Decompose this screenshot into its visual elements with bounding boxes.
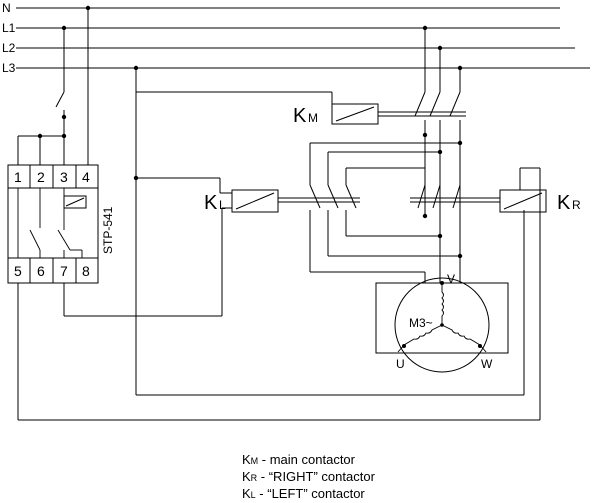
- relay-model-label: STP-541: [101, 206, 115, 254]
- legend-left-letter: K: [242, 486, 251, 501]
- terminal-u: U: [396, 357, 405, 371]
- control-wiring: [17, 8, 541, 421]
- legend-right-letter: K: [242, 469, 251, 484]
- legend-right-text: - “RIGHT” contactor: [257, 469, 375, 484]
- terminal-2: 2: [37, 169, 45, 185]
- legend-main-sub: M: [250, 456, 259, 466]
- km-coil: [331, 103, 379, 125]
- kl-label-letter: K: [204, 192, 218, 214]
- legend-row-main: KM - main contactor: [242, 452, 375, 469]
- terminal-1: 1: [14, 169, 22, 185]
- contactor-kl: K L: [204, 189, 279, 214]
- terminal-6: 6: [37, 263, 45, 279]
- km-label-sub: M: [308, 111, 318, 125]
- kr-coil: [499, 189, 547, 213]
- contactor-kr: K R: [499, 189, 581, 214]
- kl-label-sub: L: [219, 198, 226, 212]
- terminal-w: W: [481, 357, 493, 371]
- legend-right-sub: R: [250, 473, 258, 483]
- terminal-8: 8: [82, 263, 90, 279]
- contactor-km: K M: [293, 28, 466, 256]
- motor: M3~ V U W: [375, 272, 509, 373]
- kr-label-letter: K: [557, 192, 571, 214]
- kl-coil: [231, 189, 279, 213]
- motor-circle: [394, 277, 490, 373]
- supply-lines: N L1 L2 L3: [2, 1, 590, 75]
- terminal-4: 4: [82, 169, 90, 185]
- legend: KM - main contactor KR - “RIGHT” contact…: [242, 452, 375, 503]
- terminal-7: 7: [60, 263, 68, 279]
- power-wiring: [278, 142, 500, 283]
- switch-contact: [55, 91, 65, 108]
- terminal-3: 3: [60, 169, 68, 185]
- legend-row-right: KR - “RIGHT” contactor: [242, 469, 375, 486]
- legend-left-sub: L: [250, 490, 256, 500]
- line-n-label: N: [2, 1, 11, 15]
- relay-stp541: 1 2 3 4 5 6 7 8 STP-541: [7, 164, 115, 284]
- terminal-5: 5: [14, 263, 22, 279]
- legend-row-left: KL - “LEFT” contactor: [242, 486, 375, 503]
- km-label-letter: K: [293, 105, 307, 127]
- kr-label-sub: R: [572, 198, 581, 212]
- legend-left-text: - “LEFT” contactor: [255, 486, 365, 501]
- line-l3-label: L3: [2, 61, 16, 75]
- legend-main-letter: K: [242, 452, 251, 467]
- legend-main-text: - main contactor: [258, 452, 355, 467]
- line-l1-label: L1: [2, 21, 16, 35]
- line-l2-label: L2: [2, 41, 16, 55]
- motor-label: M3~: [409, 316, 433, 330]
- terminal-v: V: [447, 272, 455, 286]
